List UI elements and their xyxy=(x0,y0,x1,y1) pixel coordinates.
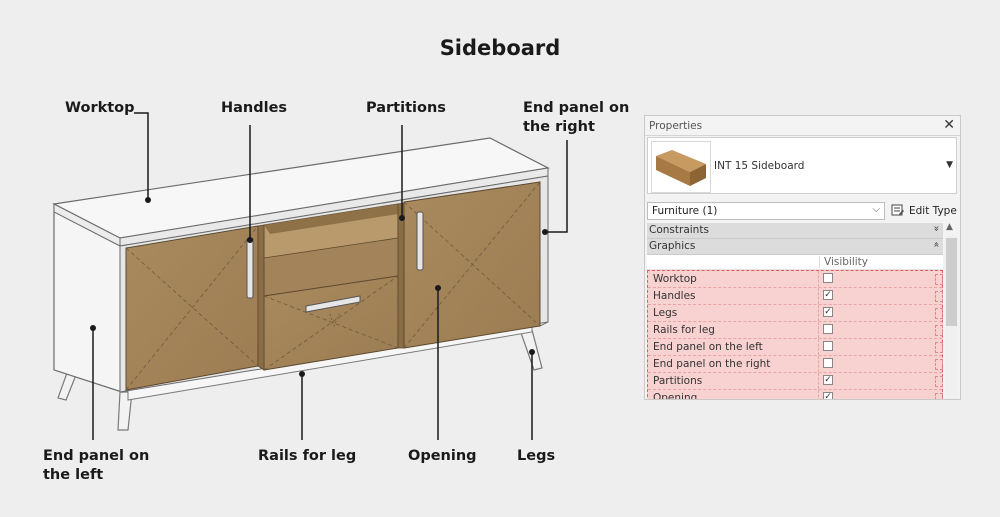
visibility-parameter-list: Worktop Handles ✓ Legs ✓ Rails for leg E… xyxy=(647,270,943,400)
scrollbar-thumb[interactable] xyxy=(946,238,957,326)
properties-title: Properties xyxy=(649,120,703,132)
visibility-header-label: Visibility xyxy=(819,256,868,268)
parameter-row: End panel on the right xyxy=(648,356,943,373)
label-end-panel-left: End panel on the left xyxy=(43,447,149,485)
visibility-checkbox[interactable] xyxy=(823,341,833,351)
handles xyxy=(246,211,424,313)
label-opening: Opening xyxy=(408,448,477,464)
partition-left xyxy=(257,224,265,371)
label-rails-for-leg: Rails for leg xyxy=(258,448,357,464)
section-label: Constraints xyxy=(649,224,709,236)
parameter-name: End panel on the right xyxy=(653,358,771,370)
parameter-row: Opening ✓ xyxy=(648,390,943,400)
expand-icon: » xyxy=(930,225,942,232)
parameter-row: Handles ✓ xyxy=(648,288,943,305)
parameter-name: Rails for leg xyxy=(653,324,715,336)
label-end-panel-left-line1: End panel on xyxy=(43,448,150,464)
parameter-name: Legs xyxy=(653,307,678,319)
category-filter-value: Furniture (1) xyxy=(652,205,718,217)
category-filter-select[interactable]: Furniture (1) ⌵ xyxy=(647,202,885,220)
label-end-panel-right: End panel on the right xyxy=(523,99,629,137)
leader-worktop xyxy=(134,112,149,200)
visibility-checkbox[interactable] xyxy=(823,273,833,283)
scroll-up-icon[interactable]: ▲ xyxy=(946,222,953,232)
edit-type-label: Edit Type xyxy=(909,205,957,217)
type-selector[interactable]: INT 15 Sideboard ▼ xyxy=(647,137,957,194)
label-legs: Legs xyxy=(517,448,556,464)
caret-down-icon[interactable]: ▼ xyxy=(946,160,953,170)
label-end-panel-left-line2: the left xyxy=(43,467,104,483)
label-partitions: Partitions xyxy=(366,100,446,116)
type-name: INT 15 Sideboard xyxy=(714,160,805,172)
edit-type-button[interactable]: Edit Type xyxy=(889,202,959,220)
parameter-name: Worktop xyxy=(653,273,697,285)
section-constraints[interactable]: Constraints » xyxy=(647,223,943,239)
parameter-name: Partitions xyxy=(653,375,703,387)
collapse-icon: « xyxy=(930,241,942,248)
sideboard-thumbnail xyxy=(651,141,711,193)
parameter-row: End panel on the left xyxy=(648,339,943,356)
parameter-row: Worktop xyxy=(648,271,943,288)
visibility-column-header: Visibility xyxy=(647,255,943,270)
section-graphics[interactable]: Graphics « xyxy=(647,239,943,255)
parameter-row: Rails for leg xyxy=(648,322,943,339)
properties-panel: Properties ✕ INT 15 Sideboard ▼ Furnitur… xyxy=(644,115,961,400)
visibility-checkbox[interactable]: ✓ xyxy=(823,307,833,317)
visibility-checkbox[interactable] xyxy=(823,358,833,368)
close-icon[interactable]: ✕ xyxy=(943,117,955,133)
visibility-checkbox[interactable]: ✓ xyxy=(823,375,833,385)
label-end-panel-right-line2: the right xyxy=(523,119,595,135)
visibility-checkbox[interactable]: ✓ xyxy=(823,290,833,300)
partition-right xyxy=(397,202,405,349)
leader-end-panel-right xyxy=(545,140,568,233)
properties-header: Properties ✕ xyxy=(645,116,960,136)
chevron-down-icon: ⌵ xyxy=(872,204,880,215)
parameter-row: Legs ✓ xyxy=(648,305,943,322)
parameter-name: Opening xyxy=(653,392,698,400)
label-end-panel-right-line1: End panel on xyxy=(523,100,630,116)
parameter-row: Partitions ✓ xyxy=(648,373,943,390)
diagram-title: Sideboard xyxy=(439,36,561,60)
label-worktop: Worktop xyxy=(65,100,135,116)
section-label: Graphics xyxy=(649,240,696,252)
label-handles: Handles xyxy=(221,100,288,116)
parameter-name: End panel on the left xyxy=(653,341,763,353)
parameter-name: Handles xyxy=(653,290,696,302)
edit-type-icon xyxy=(891,204,904,216)
visibility-checkbox[interactable] xyxy=(823,324,833,334)
visibility-checkbox[interactable]: ✓ xyxy=(823,392,833,400)
